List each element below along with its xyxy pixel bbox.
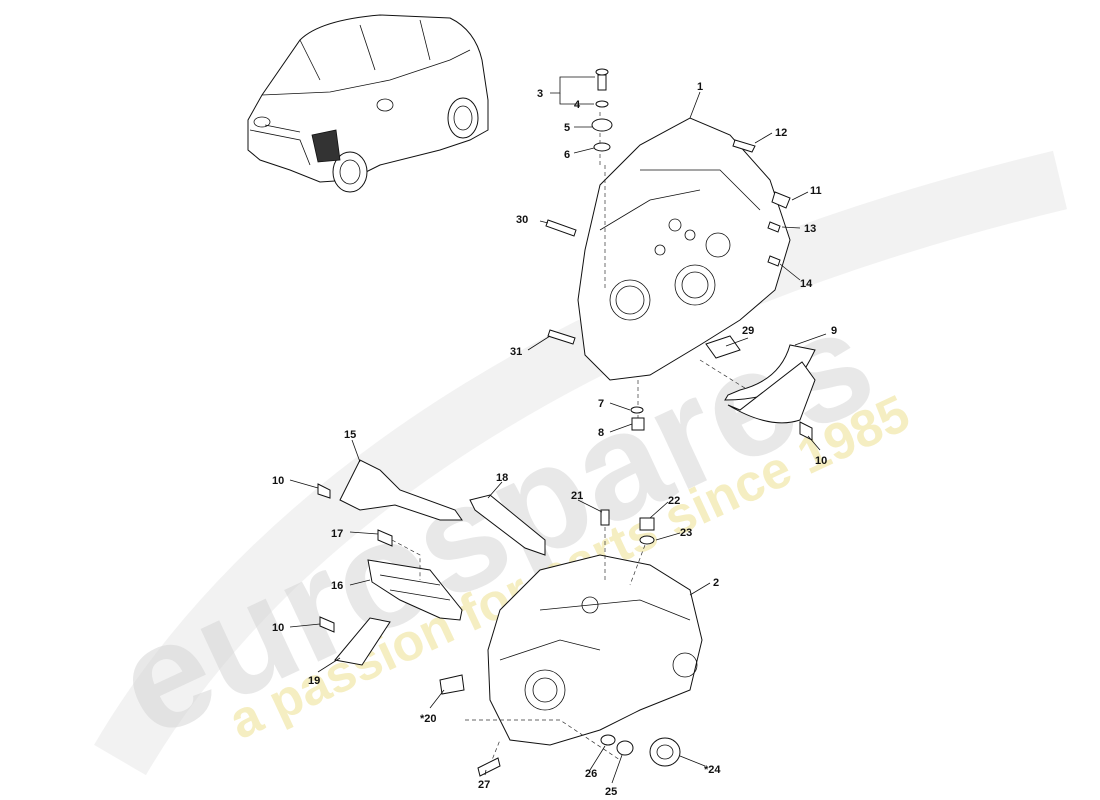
callout-22: 22 <box>668 495 680 507</box>
callout-25: 25 <box>605 786 617 798</box>
callout-16: 16 <box>331 580 343 592</box>
callout-6: 6 <box>564 149 570 161</box>
callout-2: 2 <box>713 577 719 589</box>
callout-5: 5 <box>564 122 570 134</box>
callout-14: 14 <box>800 278 813 290</box>
callout-10-right: 10 <box>815 455 827 467</box>
transmission-case <box>465 520 703 766</box>
callout-10-top: 10 <box>272 475 284 487</box>
callout-20: *20 <box>420 713 437 725</box>
callout-24: *24 <box>704 764 721 776</box>
callout-1: 1 <box>697 81 703 93</box>
callout-21: 21 <box>571 490 583 502</box>
callout-26: 26 <box>585 768 597 780</box>
left-brackets <box>317 459 546 666</box>
cover-plate <box>705 335 816 424</box>
leader-lines <box>289 76 827 784</box>
callout-27: 27 <box>478 779 490 791</box>
callout-13: 13 <box>804 223 816 235</box>
callout-7: 7 <box>598 398 604 410</box>
callout-3: 3 <box>537 88 543 100</box>
callout-18: 18 <box>496 472 508 484</box>
callout-8: 8 <box>598 427 604 439</box>
car-illustration <box>247 14 489 193</box>
callout-17: 17 <box>331 528 343 540</box>
callout-15: 15 <box>344 429 356 441</box>
clutch-housing <box>577 110 791 420</box>
callout-11: 11 <box>810 185 822 197</box>
callout-labels: 1 2 3 4 5 6 7 8 9 10 10 10 11 12 13 14 1… <box>272 81 837 798</box>
callout-19: 19 <box>308 675 320 687</box>
callout-4: 4 <box>574 99 581 111</box>
callout-29: 29 <box>742 325 754 337</box>
callout-31: 31 <box>510 346 522 358</box>
callout-10-mid: 10 <box>272 622 284 634</box>
small-parts-bottom <box>439 509 681 777</box>
callout-12: 12 <box>775 127 787 139</box>
small-parts-top <box>545 68 813 441</box>
callout-30: 30 <box>516 214 528 226</box>
callout-9: 9 <box>831 325 837 337</box>
callout-23: 23 <box>680 527 692 539</box>
